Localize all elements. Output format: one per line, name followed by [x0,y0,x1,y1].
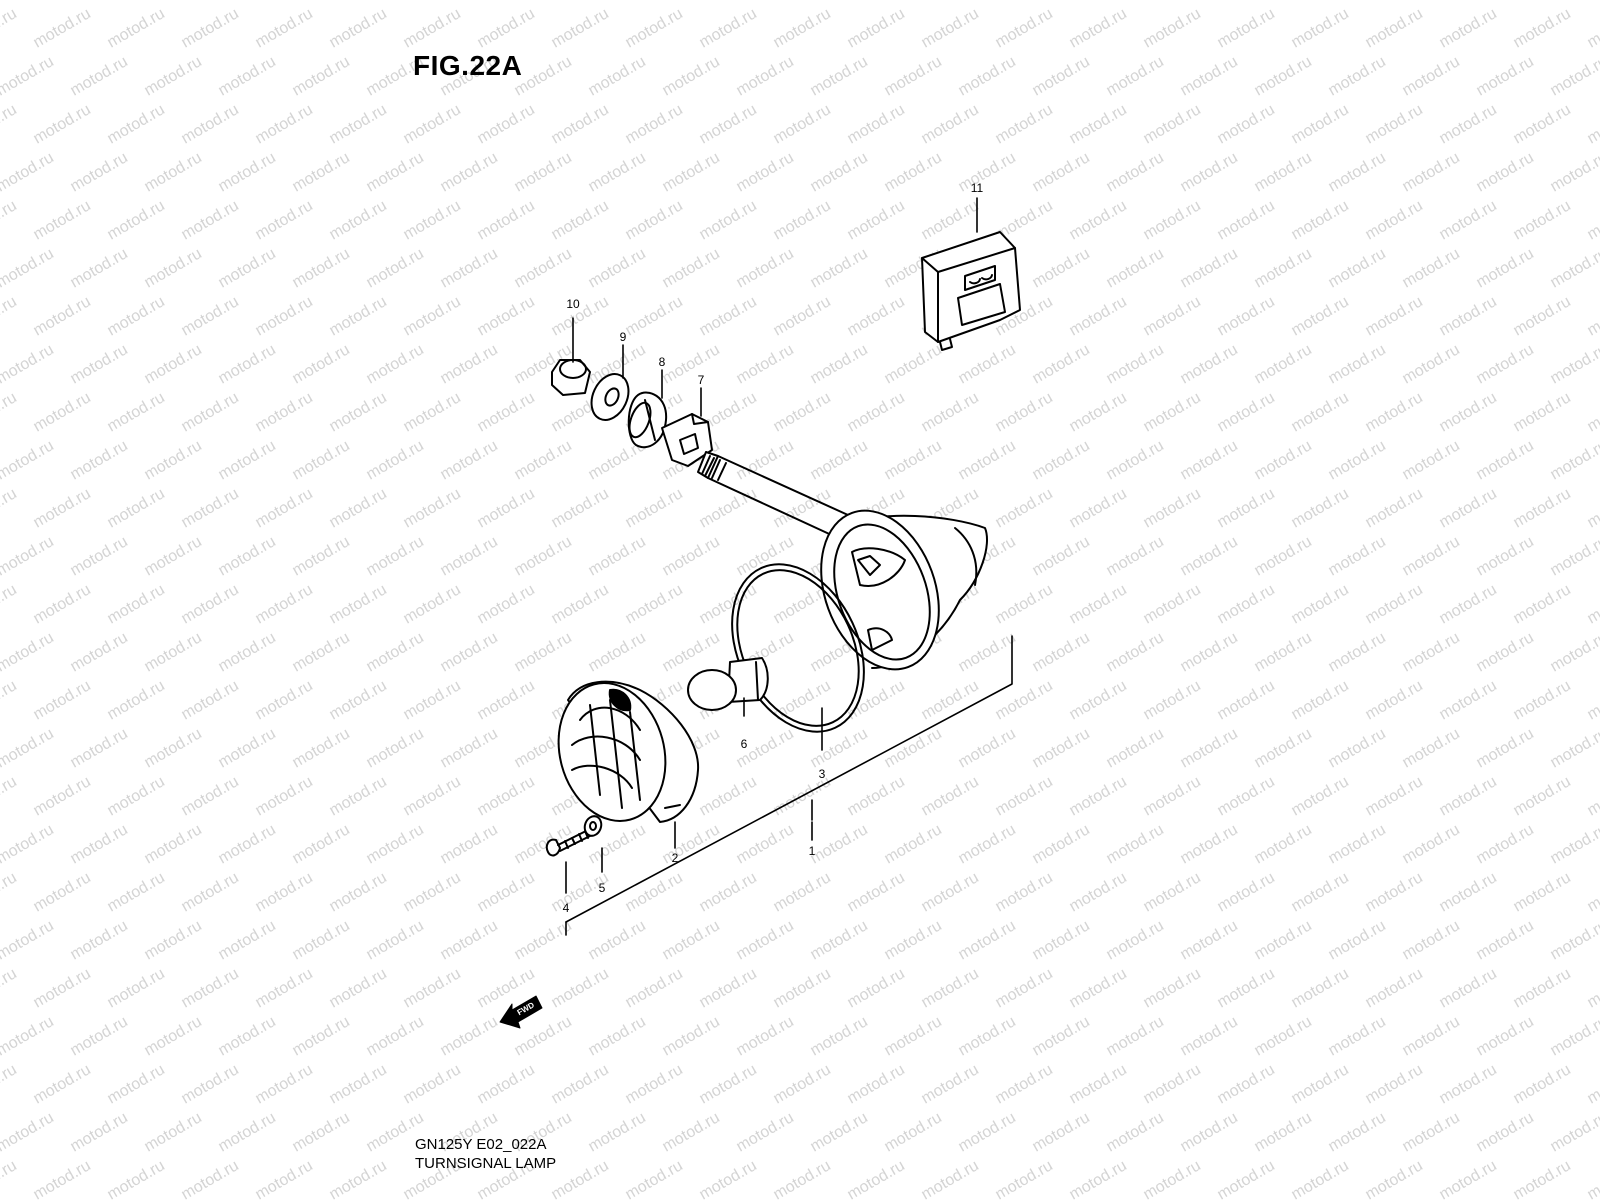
model-code: GN125Y E02_022A [415,1136,547,1153]
washer-part [590,373,630,421]
callout-4: 4 [563,901,570,915]
callout-10: 10 [566,297,580,311]
flasher-relay-part [921,231,1021,351]
figure-name: TURNSIGNAL LAMP [415,1155,557,1172]
callout-9: 9 [620,330,627,344]
nut-part [551,359,591,396]
lamp-stem [697,451,849,539]
callout-7: 7 [698,373,705,387]
cushion-part [627,391,668,449]
callout-8: 8 [659,355,666,369]
figure-title: FIG.22A [413,50,523,81]
lamp-housing-part [820,509,989,671]
callout-3: 3 [819,767,826,781]
screw-part [545,829,591,857]
assembly-bracket-line [565,635,1013,936]
leader-lines [565,197,978,894]
callout-2: 2 [672,851,679,865]
lens-part [557,680,700,823]
fwd-arrow-icon: FWD [499,995,543,1029]
callout-5: 5 [599,881,606,895]
callout-11: 11 [971,181,984,195]
small-washer-part [583,815,603,837]
bulb-part [687,657,769,711]
bracket-part [661,413,713,467]
callout-6: 6 [741,737,748,751]
callout-1: 1 [809,844,816,858]
